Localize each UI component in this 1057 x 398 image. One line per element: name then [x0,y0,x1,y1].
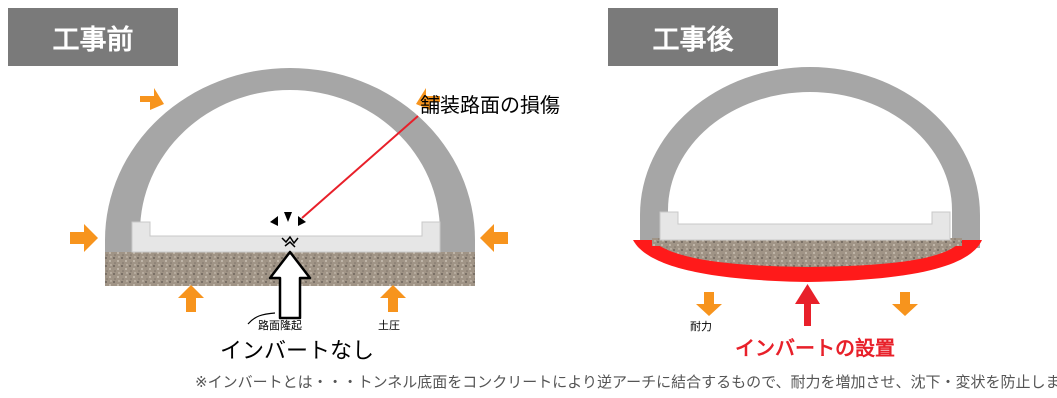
after-tunnel-lining [640,67,980,248]
damage-label: 舗装路面の損傷 [420,93,560,117]
damage-burst-icon [270,212,306,226]
after-tunnel [633,67,982,282]
pavement-damage-icon [281,235,299,248]
arrow-icon [178,285,204,312]
damage-leader-line [301,115,419,219]
invert-label: インバートの設置 [735,336,895,360]
arrow-icon [416,88,440,110]
arrow-icon [140,88,164,110]
invert-up-arrow-icon [795,284,820,326]
before-panel-label: 工事前 [8,8,178,66]
earth-pressure-label: 土圧 [378,319,400,332]
footnote: ※インバートとは・・・トンネル底面をコンクリートにより逆アーチに結合するもので、… [195,373,1057,391]
no-invert-label: インバートなし [220,339,374,364]
road-heave-arrow-icon [268,250,312,320]
arrow-icon [892,292,918,316]
after-ground-top [652,238,962,246]
resistance-arrows [696,292,918,316]
earth-pressure-arrows [70,88,508,312]
heave-leader-curve [247,312,276,325]
after-pavement [659,211,951,241]
arrow-icon [70,224,98,252]
resistance-label: 耐力 [690,320,712,333]
after-panel-label: 工事後 [608,8,778,66]
after-ground [652,240,962,267]
before-pavement [131,221,441,253]
heave-label: 路面隆起 [258,318,302,332]
arrow-icon [696,292,722,316]
arrow-icon [480,224,508,252]
arrow-icon [380,285,406,312]
